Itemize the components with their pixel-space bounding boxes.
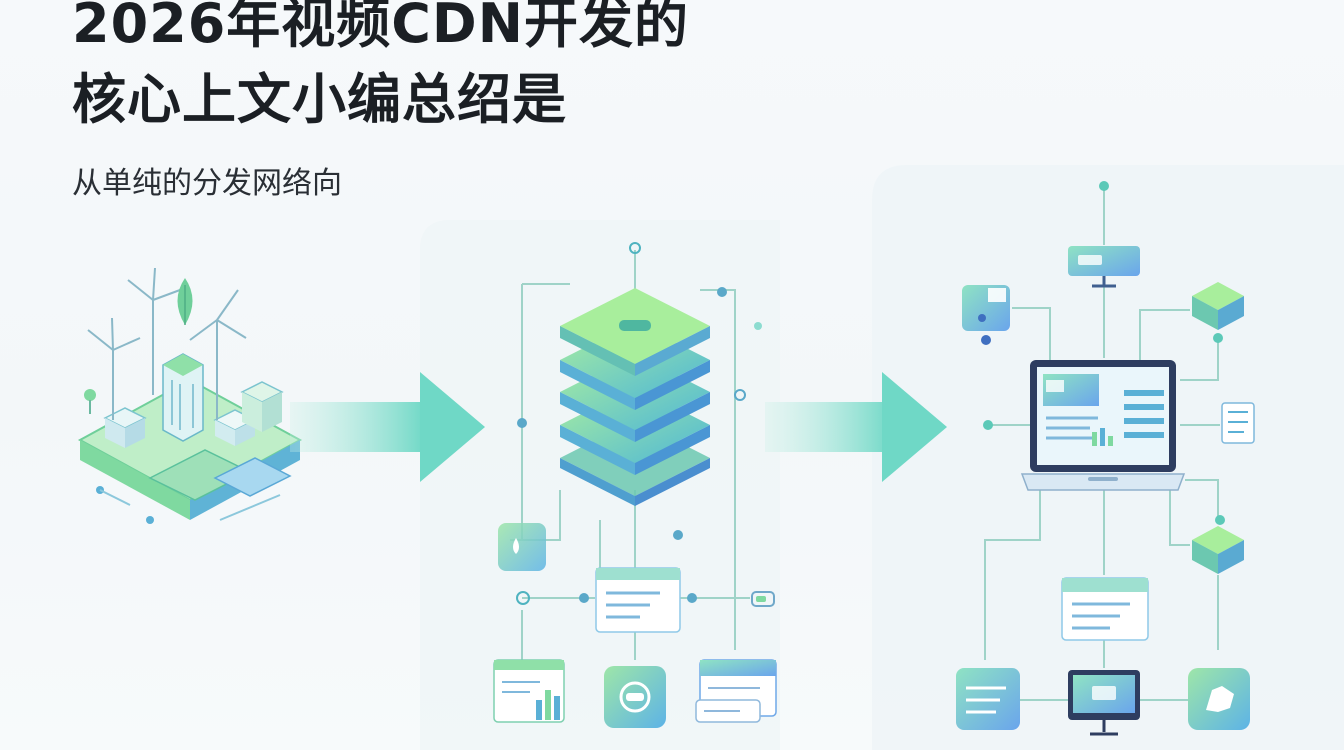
title-line-1: 2026年视频CDN开发的	[72, 0, 689, 55]
cube-icon-2	[1192, 526, 1244, 574]
building-icon	[162, 353, 204, 442]
node-dot	[1099, 181, 1109, 191]
laptop-network	[956, 181, 1255, 736]
monitor-icon-2	[1068, 670, 1140, 736]
list-card	[595, 567, 681, 633]
laptop-icon	[1020, 360, 1186, 491]
list-card-2	[1061, 577, 1149, 641]
page-title: 2026年视频CDN开发的 核心上文小编总绍是	[72, 0, 689, 138]
window-card	[695, 659, 777, 723]
cube-icon	[1192, 282, 1244, 330]
subtitle: 从单纯的分发网络向	[72, 166, 342, 201]
flow-arrow-1	[290, 372, 485, 482]
map-card	[1188, 668, 1250, 730]
title-line-2: 核心上文小编总绍是	[72, 68, 567, 131]
green-energy-city	[77, 267, 303, 524]
water-card	[498, 523, 546, 571]
server-stack	[493, 242, 777, 728]
chart-card	[493, 659, 565, 723]
list-icon	[1221, 402, 1255, 444]
flow-arrow-2	[765, 372, 947, 482]
server-stack-icon	[560, 288, 710, 506]
wind-turbine-icon	[87, 267, 247, 420]
chat-card	[604, 666, 666, 728]
doc-card	[956, 668, 1020, 730]
card-icon	[962, 285, 1010, 331]
node-dot	[629, 242, 641, 254]
monitor-icon	[1068, 246, 1140, 288]
